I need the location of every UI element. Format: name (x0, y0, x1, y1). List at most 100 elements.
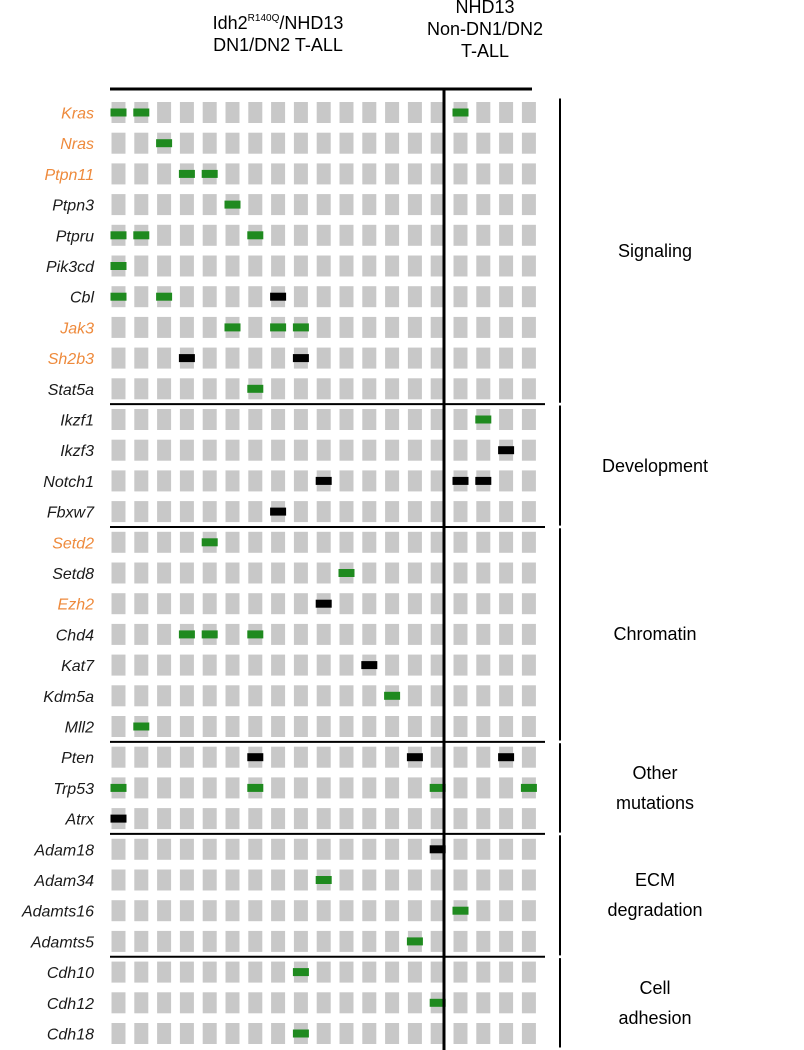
cell (248, 409, 263, 430)
cell (339, 531, 354, 553)
cell (248, 900, 263, 922)
cell (293, 132, 308, 154)
gene-label: Setd8 (52, 566, 94, 583)
cell (202, 716, 217, 737)
cell (476, 286, 491, 308)
mutation-mark-black (498, 446, 515, 455)
cell (499, 654, 514, 676)
mutation-mark-black (270, 292, 287, 301)
cell (385, 562, 400, 584)
mutation-mark-green (156, 139, 173, 148)
cell (476, 654, 491, 676)
cell (271, 777, 286, 799)
cell (293, 470, 308, 492)
cell (248, 562, 263, 584)
cell (134, 838, 149, 860)
cell (385, 316, 400, 338)
cell (225, 777, 240, 799)
cell (271, 930, 286, 952)
cell (385, 869, 400, 891)
cell (225, 562, 240, 584)
mutation-mark-green (292, 1029, 309, 1038)
cell (293, 194, 308, 216)
cell (339, 501, 354, 523)
cell (316, 286, 331, 308)
gene-label: Cdh12 (47, 996, 94, 1013)
cell (385, 930, 400, 952)
cell (385, 716, 400, 737)
cell (248, 347, 263, 369)
cell (476, 531, 491, 553)
cell (157, 470, 172, 492)
cell (293, 501, 308, 523)
cell (293, 930, 308, 952)
cell (271, 746, 286, 768)
cell (271, 1023, 286, 1044)
cell (157, 654, 172, 676)
cell (248, 685, 263, 707)
cell (157, 961, 172, 983)
cell (362, 531, 377, 553)
cell (499, 102, 514, 123)
cell (316, 409, 331, 430)
cell (430, 347, 445, 369)
cell (339, 409, 354, 430)
cell (111, 685, 126, 707)
cell (362, 316, 377, 338)
cell (225, 224, 240, 246)
cell (339, 439, 354, 461)
cell (179, 501, 194, 523)
cell (499, 900, 514, 922)
cell (248, 808, 263, 830)
cell (134, 961, 149, 983)
cell (111, 501, 126, 523)
cell (134, 531, 149, 553)
header-group1-line1: Idh2R140Q/NHD13 (178, 12, 378, 34)
cell (453, 869, 468, 891)
cell (430, 531, 445, 553)
cell (339, 808, 354, 830)
cell (453, 1023, 468, 1044)
cell (202, 286, 217, 308)
cell (316, 746, 331, 768)
cell (111, 992, 126, 1014)
cell (362, 838, 377, 860)
gene-label: Ptpru (56, 228, 94, 245)
mutation-mark-green (406, 937, 423, 946)
cell (430, 562, 445, 584)
cell (339, 286, 354, 308)
cell (499, 777, 514, 799)
header-group1-line2: DN1/DN2 T-ALL (213, 35, 343, 55)
cell (271, 531, 286, 553)
cell (499, 1023, 514, 1044)
cell (476, 900, 491, 922)
cell (362, 930, 377, 952)
cell (248, 501, 263, 523)
cell (476, 992, 491, 1014)
cell (339, 992, 354, 1014)
cell (225, 961, 240, 983)
cell (248, 961, 263, 983)
gene-label: Ikzf1 (60, 413, 94, 430)
cell (453, 961, 468, 983)
mutation-mark-green (475, 415, 492, 424)
cell (385, 623, 400, 645)
category-label-line: Other (632, 762, 678, 783)
mutation-mark-green (452, 108, 469, 117)
mutation-mark-green (110, 108, 127, 117)
cell (476, 961, 491, 983)
cell (179, 808, 194, 830)
cell (134, 378, 149, 400)
cell (407, 255, 422, 277)
cell (134, 1023, 149, 1044)
cell (476, 194, 491, 216)
cell (271, 347, 286, 369)
cell (134, 685, 149, 707)
cell (271, 102, 286, 123)
cell (521, 716, 536, 737)
cell (453, 163, 468, 185)
cell (430, 716, 445, 737)
cell (362, 593, 377, 615)
cell (111, 961, 126, 983)
